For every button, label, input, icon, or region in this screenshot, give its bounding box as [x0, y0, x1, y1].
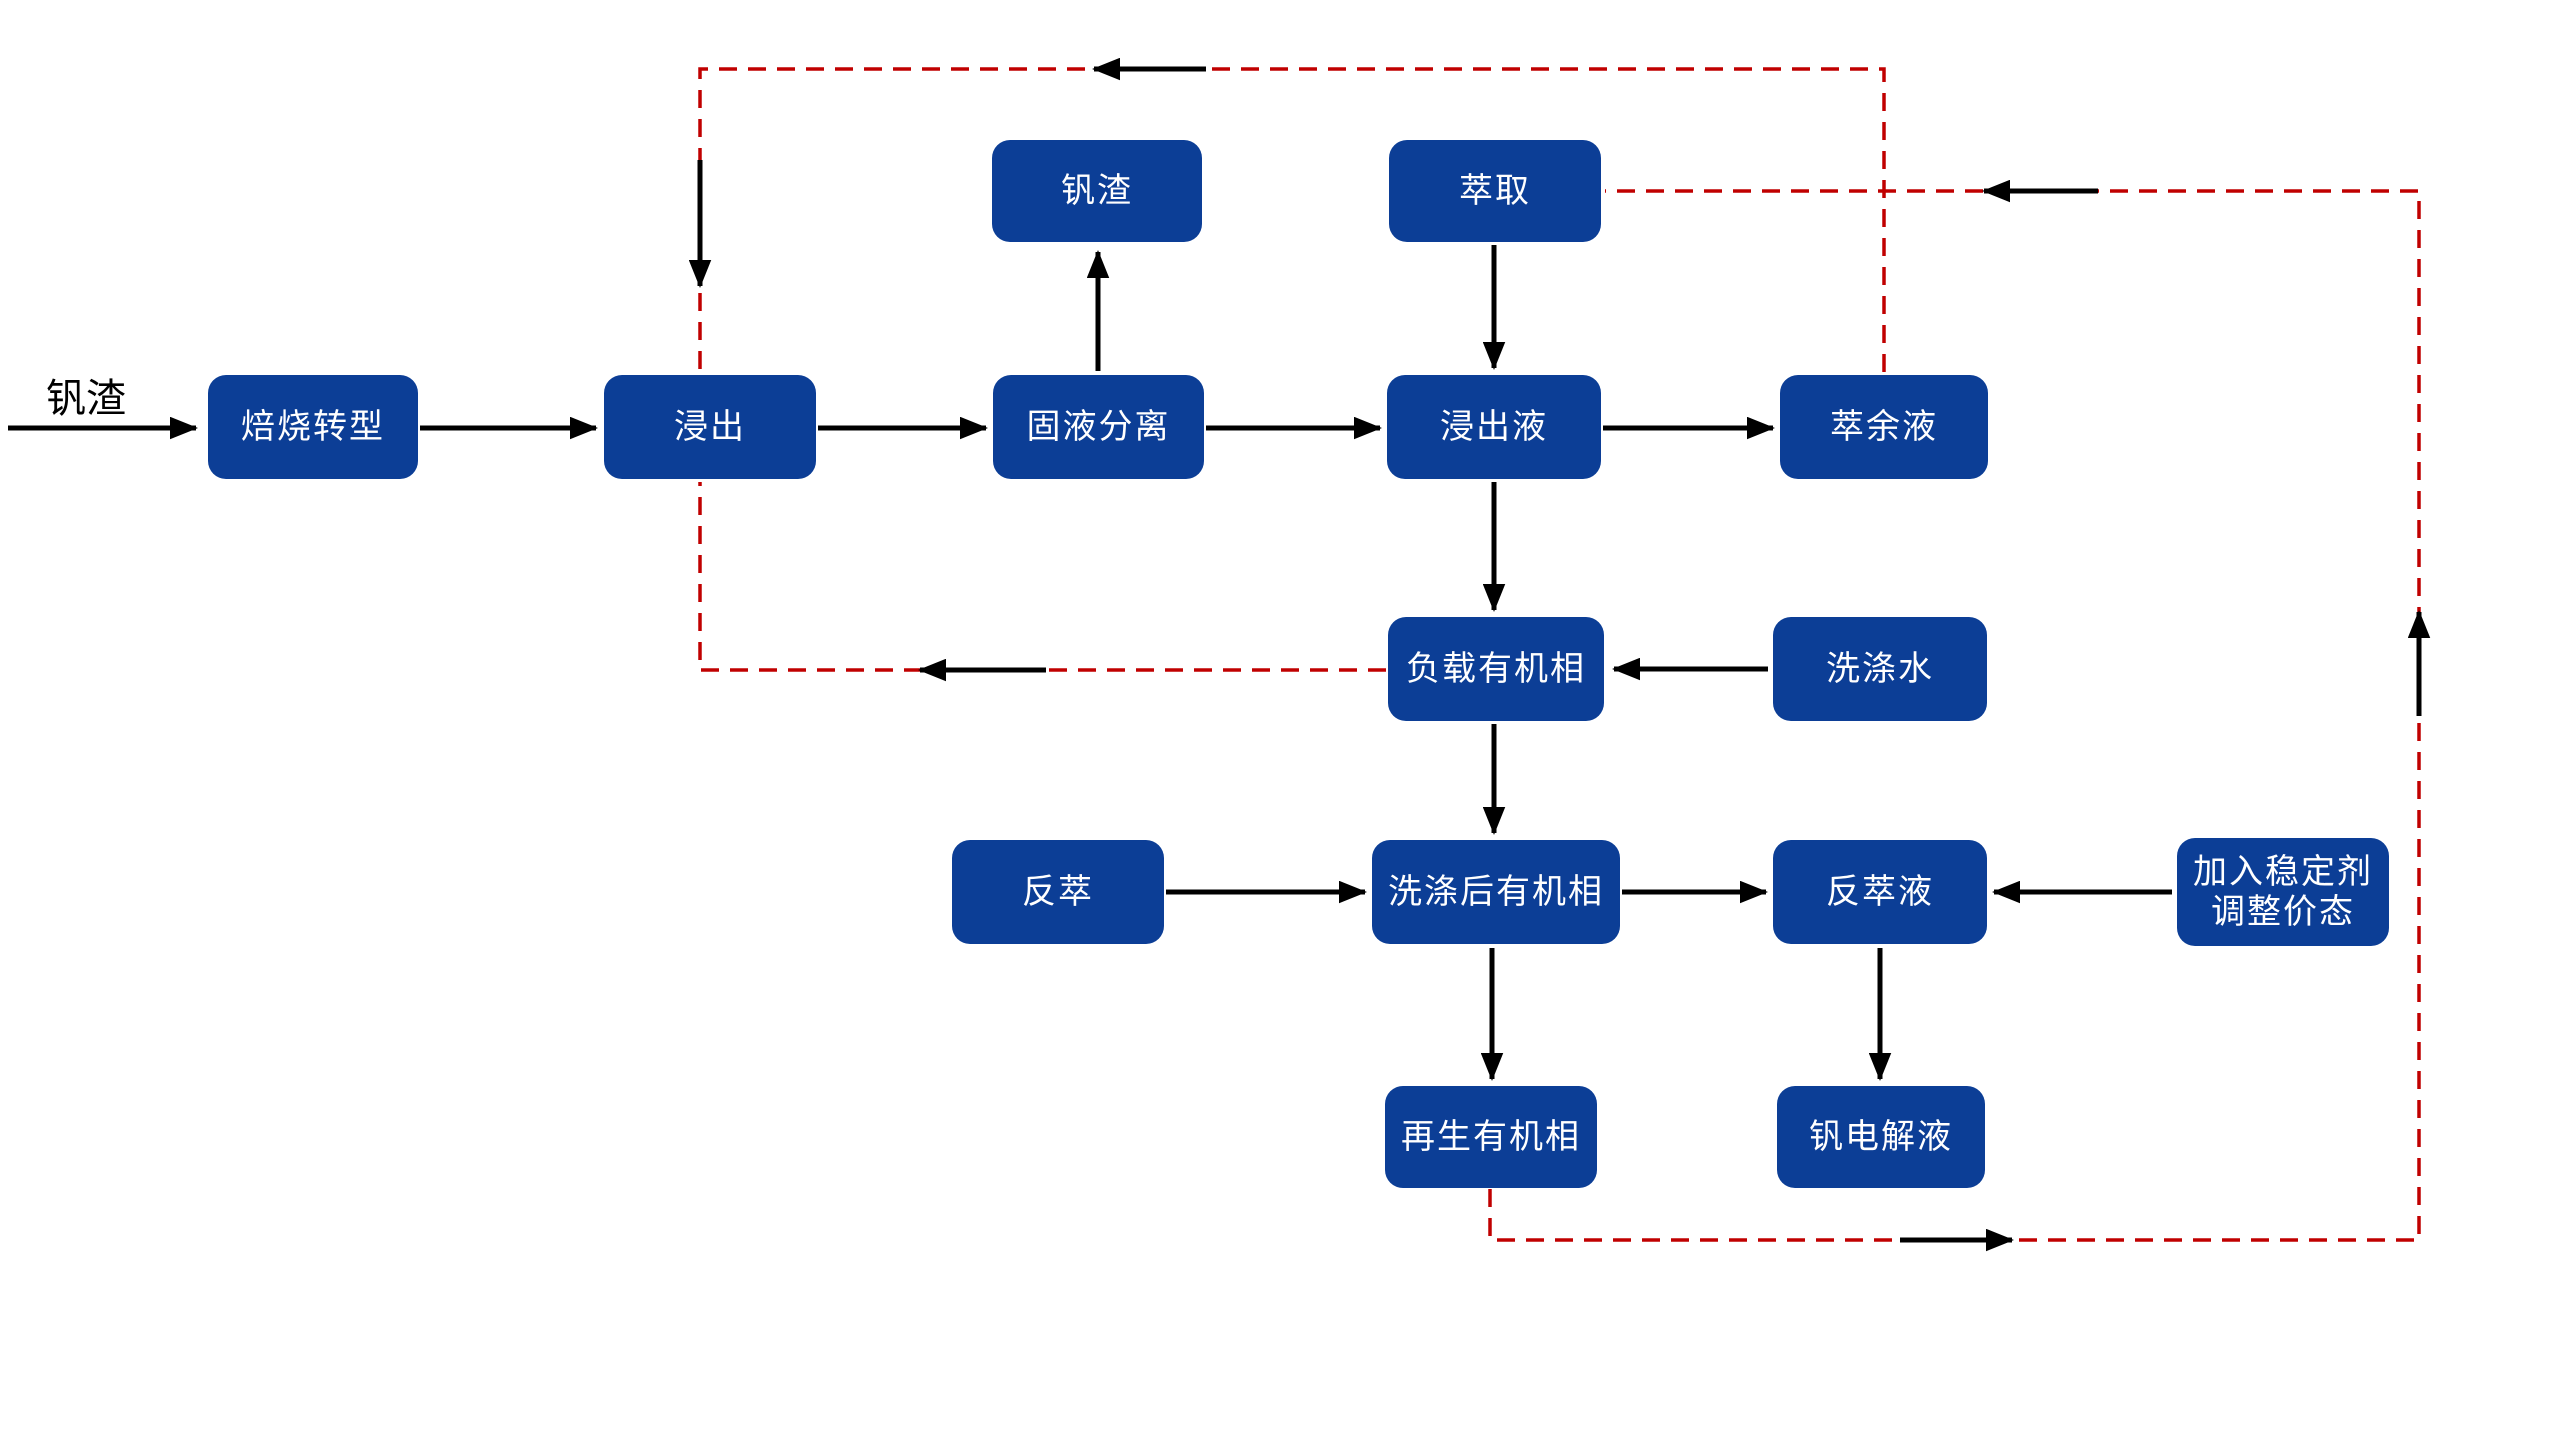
node-regenerated-organic-phase: 再生有机相 [1385, 1086, 1597, 1188]
node-label-line-1: 加入稳定剂 [2193, 852, 2373, 891]
input-label-vanadium-slag: 钒渣 [46, 377, 126, 421]
node-washed-organic-phase: 洗涤后有机相 [1372, 840, 1620, 944]
node-roasting-transformation: 焙烧转型 [208, 375, 418, 479]
node-label: 固液分离 [1026, 407, 1171, 446]
node-vanadium-slag-output: 钒渣 [992, 140, 1202, 242]
node-label: 洗涤后有机相 [1388, 872, 1604, 911]
node-label: 浸出液 [1440, 407, 1548, 446]
node-solid-liquid-separation: 固液分离 [993, 375, 1204, 479]
node-loaded-organic-phase: 负载有机相 [1388, 617, 1604, 721]
node-raffinate: 萃余液 [1780, 375, 1988, 479]
node-label: 钒电解液 [1809, 1117, 1953, 1156]
node-vanadium-electrolyte: 钒电解液 [1777, 1086, 1985, 1188]
node-label: 萃余液 [1830, 407, 1938, 446]
node-leachate: 浸出液 [1387, 375, 1601, 479]
node-label: 反萃液 [1826, 872, 1934, 911]
node-strip-liquor: 反萃液 [1773, 840, 1987, 944]
recycle-line-raffinate-to-leach [698, 67, 1886, 372]
node-label: 反萃 [1022, 872, 1094, 911]
node-label: 焙烧转型 [241, 407, 385, 446]
node-label: 再生有机相 [1401, 1117, 1581, 1156]
node-label: 钒渣 [1061, 171, 1133, 210]
node-extraction: 萃取 [1389, 140, 1601, 242]
node-add-stabilizer-adjust-valence: 加入稳定剂 调整价态 [2177, 838, 2389, 946]
node-leaching: 浸出 [604, 375, 816, 479]
recycle-line-regenerated-organic-to-extraction [1488, 189, 2421, 1242]
recycle-line-loaded-organic-to-leach [698, 482, 1386, 672]
node-stripping: 反萃 [952, 840, 1164, 944]
node-label-line-2: 调整价态 [2211, 893, 2355, 931]
node-label: 浸出 [674, 407, 746, 446]
node-label: 加入稳定剂 调整价态 [2193, 852, 2373, 932]
node-label: 萃取 [1459, 171, 1531, 210]
node-label: 负载有机相 [1406, 649, 1586, 688]
node-wash-water: 洗涤水 [1773, 617, 1987, 721]
node-label: 洗涤水 [1826, 649, 1934, 688]
